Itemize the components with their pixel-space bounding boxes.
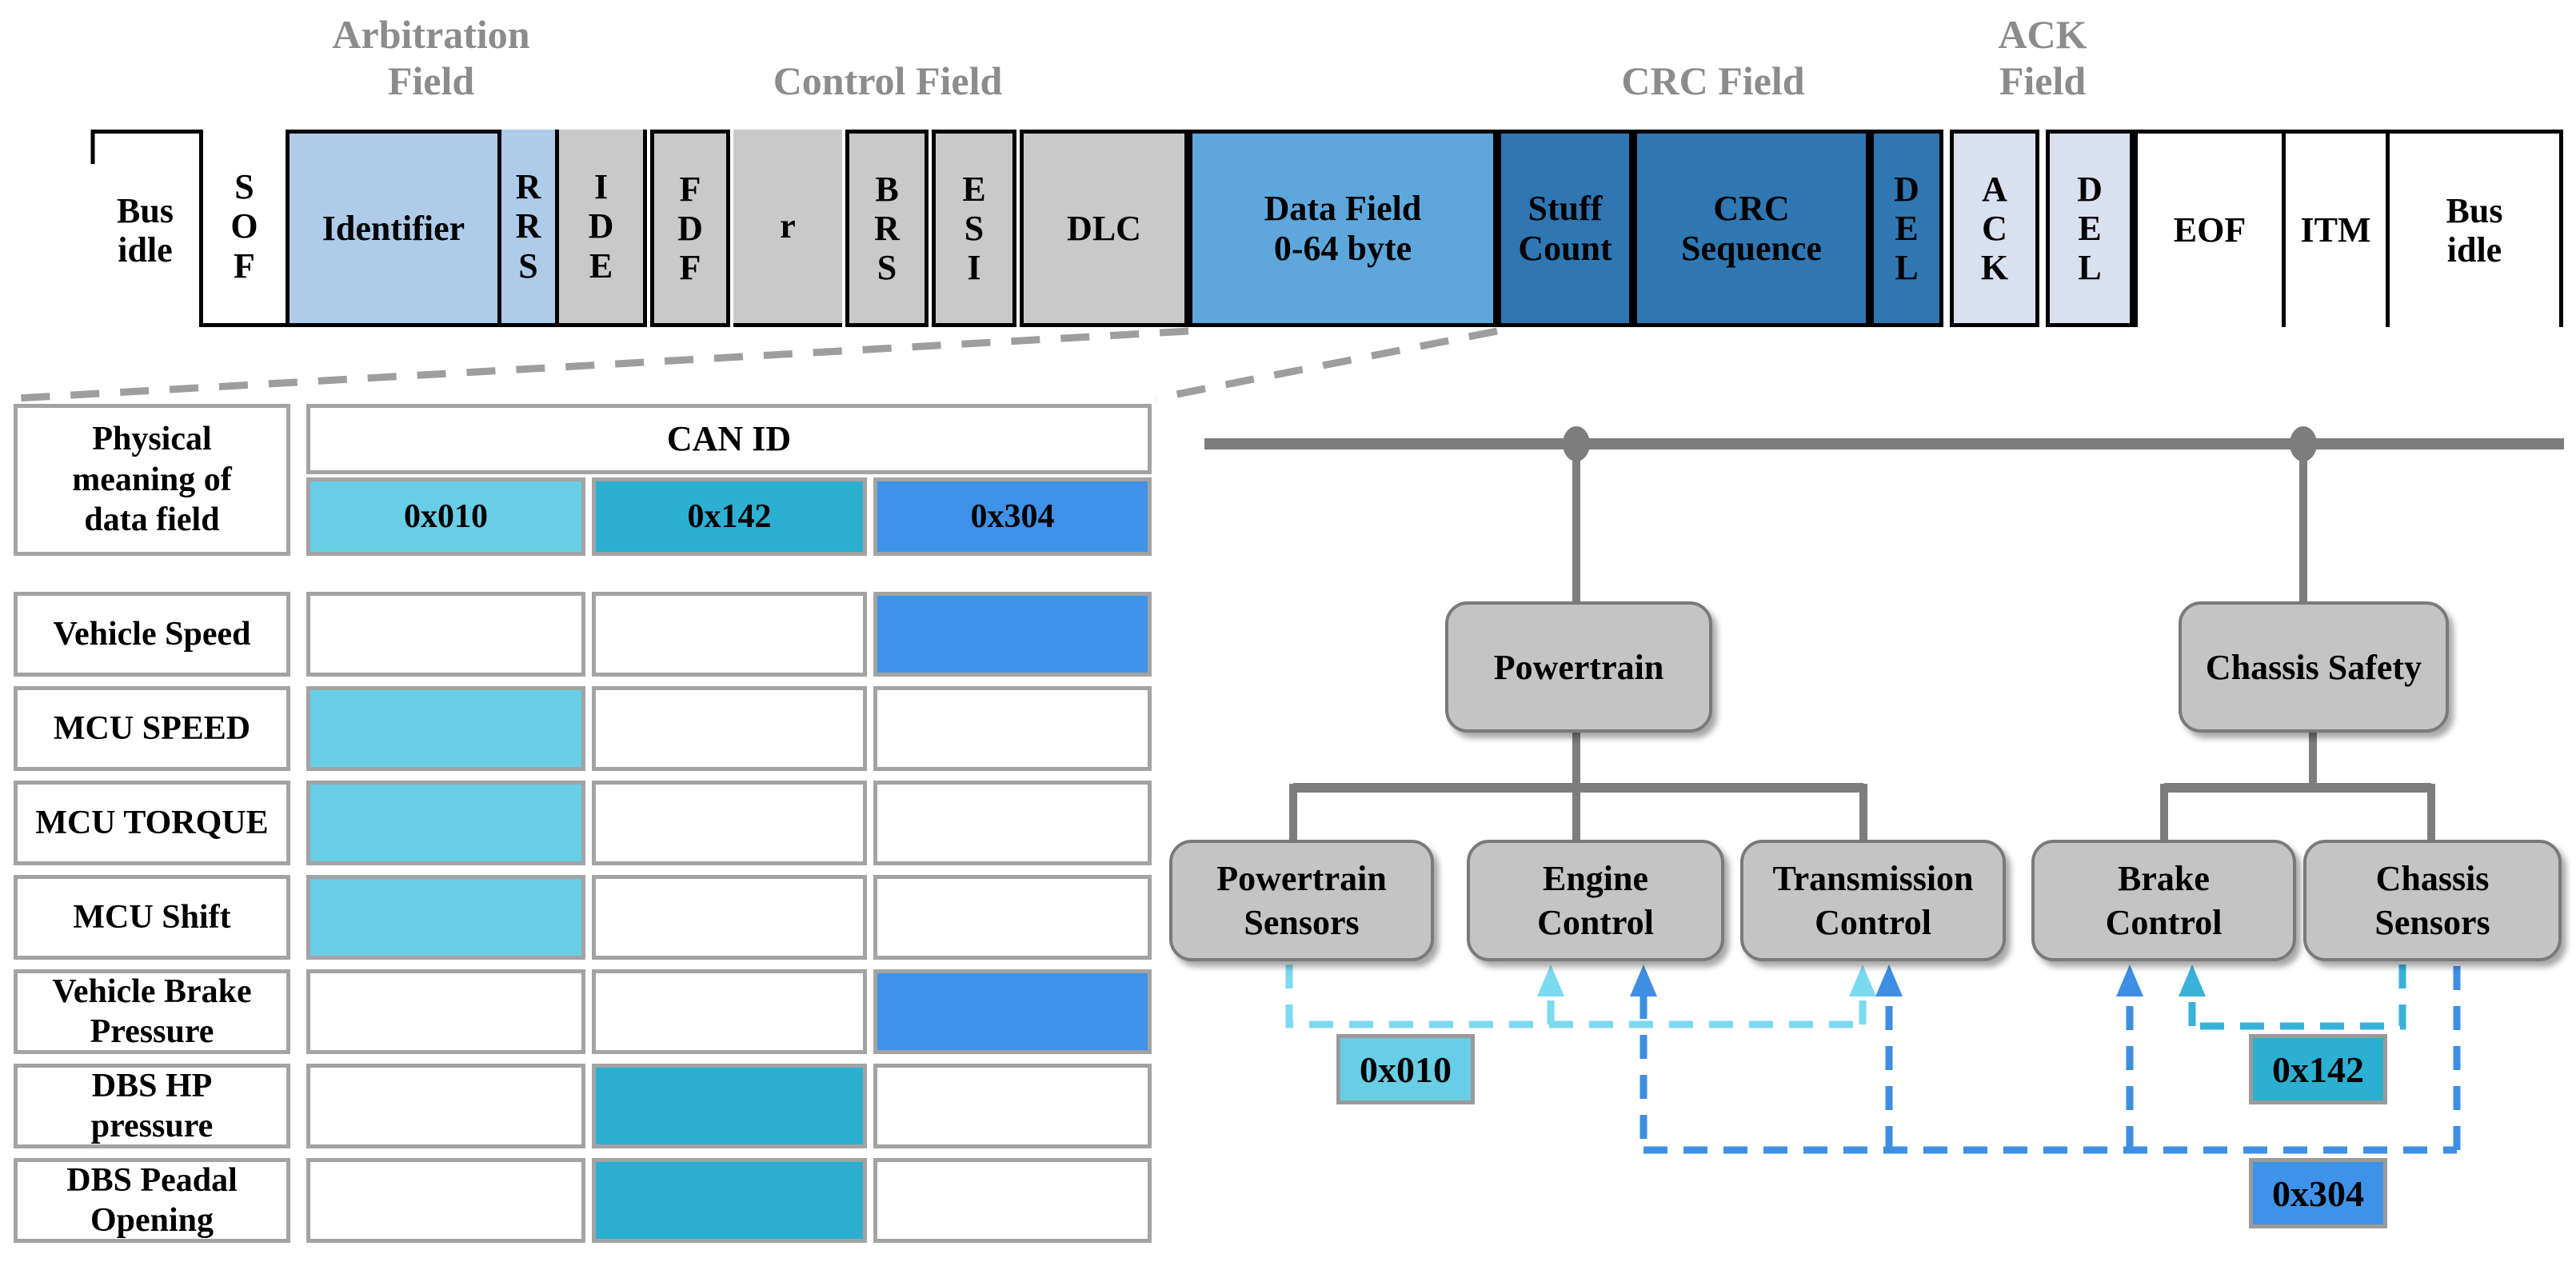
row-label-mcu-speed: MCU SPEED	[14, 686, 290, 771]
cell-vehicle-brake-pressure-0x304	[873, 969, 1152, 1054]
bus-tap-dot-chassis	[2290, 426, 2317, 461]
cell-vehicle-speed-0x142	[592, 592, 867, 677]
row-label-dbs-peadal-opening: DBS Peadal Opening	[14, 1158, 290, 1243]
frame-segment-ack: A C K	[1950, 130, 2039, 327]
node-transmission-control: Transmission Control	[1740, 840, 2006, 961]
label-control-field: Control Field	[773, 58, 1003, 103]
frame-segment-itm: ITM	[2286, 130, 2390, 327]
message-label-0x010: 0x010	[1336, 1034, 1475, 1104]
frame-segment-r: r	[733, 130, 842, 327]
frame-zoom-guide-lines	[15, 327, 1498, 402]
frame-segment-sof: S O F	[199, 130, 286, 327]
arrow-0x304-brake-control	[2116, 964, 2143, 996]
table-can-id-header: CAN ID	[306, 404, 1152, 474]
cell-dbs-peadal-opening-0x142	[592, 1158, 867, 1243]
frame-segment-del-2: D E L	[2046, 130, 2134, 327]
cell-mcu-shift-0x142	[592, 875, 867, 960]
frame-segment-eof: EOF	[2134, 130, 2286, 327]
frame-segment-rrs: R R S	[501, 130, 559, 327]
cell-vehicle-speed-0x010	[306, 592, 585, 677]
frame-segment-bus-idle-right: Bus idle	[2390, 130, 2563, 327]
row-label-mcu-shift: MCU Shift	[14, 875, 290, 960]
arrow-0x010-engine-control	[1537, 964, 1564, 996]
row-label-mcu-torque: MCU TORQUE	[14, 781, 290, 865]
frame-segment-fdf: F D F	[650, 130, 730, 327]
node-powertrain-sensors: Powertrain Sensors	[1169, 840, 1434, 961]
frame-segment-bus-idle-left: Bus idle	[91, 130, 199, 327]
message-label-0x304: 0x304	[2249, 1158, 2387, 1228]
frame-segment-dlc: DLC	[1020, 130, 1188, 327]
cell-mcu-speed-0x304	[873, 686, 1152, 771]
label-ack-field: ACK Field	[1998, 12, 2087, 103]
node-chassis-sensors: Chassis Sensors	[2303, 840, 2562, 961]
bus-tap-dot-powertrain	[1563, 426, 1590, 461]
arrow-0x304-transmission-control	[1875, 964, 1903, 996]
can-id-column-0x142: 0x142	[592, 477, 867, 556]
node-chassis-safety: Chassis Safety	[2179, 601, 2449, 733]
cell-vehicle-speed-0x304	[873, 592, 1152, 677]
row-label-dbs-hp-pressure: DBS HP pressure	[14, 1064, 290, 1148]
frame-segment-crc-sequence: CRC Sequence	[1633, 130, 1870, 327]
cell-mcu-speed-0x142	[592, 686, 867, 771]
message-label-0x142: 0x142	[2249, 1034, 2387, 1104]
row-label-vehicle-speed: Vehicle Speed	[14, 592, 290, 677]
row-label-vehicle-brake-pressure: Vehicle Brake Pressure	[14, 969, 290, 1054]
arrow-0x304-engine-control	[1630, 964, 1657, 996]
cell-dbs-hp-pressure-0x304	[873, 1064, 1152, 1148]
cell-vehicle-brake-pressure-0x142	[592, 969, 867, 1054]
node-powertrain: Powertrain	[1445, 601, 1712, 733]
node-brake-control: Brake Control	[2031, 840, 2296, 961]
node-engine-control: Engine Control	[1467, 840, 1724, 961]
frame-segment-data-field: Data Field 0-64 byte	[1188, 130, 1497, 327]
cell-mcu-torque-0x304	[873, 781, 1152, 865]
can-id-column-0x010: 0x010	[306, 477, 585, 556]
frame-segment-identifier: Identifier	[286, 130, 501, 327]
label-arbitration-field: Arbitration Field	[332, 12, 530, 103]
frame-segment-ide: I D E	[559, 130, 647, 327]
cell-mcu-shift-0x010	[306, 875, 585, 960]
msg-0x142-route	[2188, 964, 2406, 1030]
cell-mcu-torque-0x010	[306, 781, 585, 865]
cell-dbs-hp-pressure-0x142	[592, 1064, 867, 1148]
msg-0x010-route	[1285, 964, 1867, 1028]
label-crc-field: CRC Field	[1621, 58, 1805, 103]
cell-mcu-speed-0x010	[306, 686, 585, 771]
frame-segment-stuff-count: Stuff Count	[1497, 130, 1633, 327]
frame-segment-esi: E S I	[932, 130, 1016, 327]
frame-segment-del-1: D E L	[1870, 130, 1943, 327]
cell-dbs-peadal-opening-0x010	[306, 1158, 585, 1243]
arrow-0x010-transmission-control	[1849, 964, 1876, 996]
cell-dbs-peadal-opening-0x304	[873, 1158, 1152, 1243]
frame-segment-brs: B R S	[845, 130, 929, 327]
cell-dbs-hp-pressure-0x010	[306, 1064, 585, 1148]
arrow-0x142-brake-control	[2179, 964, 2206, 996]
cell-mcu-shift-0x304	[873, 875, 1152, 960]
cell-mcu-torque-0x142	[592, 781, 867, 865]
cell-vehicle-brake-pressure-0x010	[306, 969, 585, 1054]
can-id-column-0x304: 0x304	[873, 477, 1152, 556]
table-corner-header: Physical meaning of data field	[14, 404, 290, 556]
